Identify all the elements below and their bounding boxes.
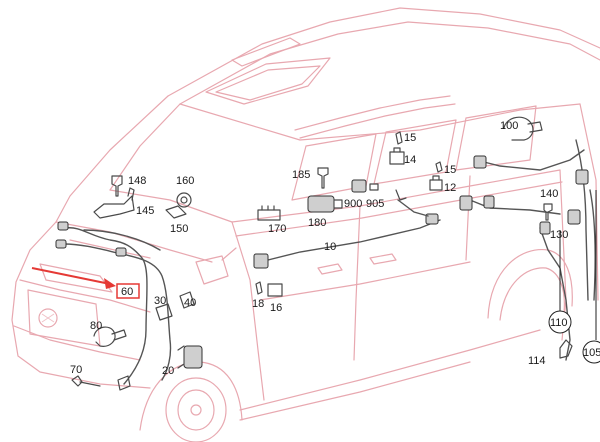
- label-15b: 15: [444, 164, 456, 176]
- label-20: 20: [162, 365, 174, 377]
- clip-12-tab: [432, 175, 440, 181]
- connector-rear-5: [539, 221, 551, 235]
- circle-105: [582, 340, 600, 364]
- bolt-70: [71, 375, 83, 387]
- connector-170: [257, 209, 281, 221]
- cable-60a: [65, 227, 148, 385]
- label-10: 10: [324, 241, 336, 253]
- label-130: 130: [550, 229, 568, 241]
- label-40: 40: [184, 297, 196, 309]
- clamp-80: [93, 326, 116, 347]
- clip-16: [267, 283, 283, 297]
- pin-15a: [395, 131, 403, 145]
- cable-end-60: [117, 375, 131, 391]
- grommet-160: [176, 192, 192, 208]
- holder-30: [155, 303, 173, 321]
- clip-14: [389, 151, 405, 165]
- cable-60b: [63, 243, 172, 381]
- cable-60c: [83, 229, 161, 251]
- connector-170-pins: [261, 205, 275, 211]
- pointer-arrow: [31, 267, 116, 289]
- connector-rear-1: [473, 155, 487, 169]
- label-15a: 15: [404, 132, 416, 144]
- label-140: 140: [540, 188, 558, 200]
- label-900: 900: [344, 198, 362, 210]
- connector-rear-3: [575, 169, 589, 185]
- label-16: 16: [270, 302, 282, 314]
- clip-150: [165, 205, 187, 219]
- pin-18: [255, 281, 263, 295]
- connector-60: [115, 247, 127, 257]
- bracket-145-tab: [127, 187, 135, 201]
- bolt-148: [111, 175, 123, 197]
- sensor-20-bracket: [177, 345, 185, 369]
- label-170: 170: [268, 223, 286, 235]
- cable-rear-a: [483, 149, 585, 171]
- part-900: [351, 179, 367, 193]
- van-body-outline: [11, 7, 600, 442]
- callout-labels: 10 12 14 15 15 16 18 20 30 40 60 70 80 1…: [70, 120, 600, 377]
- clip-14-tab: [393, 147, 401, 153]
- clamp-100-tab: [527, 121, 543, 133]
- holder-40: [179, 291, 195, 309]
- label-145: 145: [136, 205, 154, 217]
- sensor-60b: [55, 239, 67, 249]
- bracket-145: [93, 195, 135, 219]
- clamp-80-tab: [111, 329, 127, 341]
- label-905: 905: [366, 198, 384, 210]
- bolt-140: [543, 203, 553, 221]
- clamp-100: [503, 116, 534, 141]
- cable-rear-c: [575, 139, 589, 301]
- label-14: 14: [404, 154, 416, 166]
- label-100: 100: [500, 120, 518, 132]
- label-150: 150: [170, 223, 188, 235]
- label-160: 160: [176, 175, 194, 187]
- cable-rear-e: [589, 189, 596, 301]
- label-185: 185: [292, 169, 310, 181]
- label-18: 18: [252, 298, 264, 310]
- cable-10: [259, 219, 441, 263]
- label-80: 80: [90, 320, 102, 332]
- connector-rear-2: [459, 195, 473, 211]
- label-12: 12: [444, 182, 456, 194]
- label-60: 60: [121, 286, 133, 298]
- connector-rear-4: [567, 209, 581, 225]
- bolt-185: [317, 167, 329, 189]
- label-180: 180: [308, 217, 326, 229]
- label-148: 148: [128, 175, 146, 187]
- module-180-plug: [333, 199, 343, 209]
- cable-rear-b: [469, 199, 561, 215]
- label-30: 30: [154, 295, 166, 307]
- connector-10-right: [425, 213, 439, 225]
- bolt-70-shaft: [79, 381, 101, 387]
- label-110: 110: [550, 317, 568, 329]
- circle-110: [548, 310, 572, 334]
- connector-rear-6: [483, 195, 495, 209]
- sensor-114: [559, 339, 573, 359]
- label-105: 105: [583, 347, 600, 359]
- label-114: 114: [528, 355, 546, 367]
- grommet-160-inner: [180, 196, 188, 204]
- pin-15b: [435, 161, 443, 173]
- highlight-box-60: [116, 283, 140, 299]
- clip-12: [429, 179, 443, 191]
- sensor-20: [183, 345, 203, 369]
- module-180: [307, 195, 335, 213]
- sensor-60a: [57, 221, 69, 231]
- parts-group: [55, 116, 596, 391]
- cable-10-branch: [397, 199, 429, 217]
- label-70: 70: [70, 364, 82, 376]
- connector-10-left: [253, 253, 269, 269]
- bracket-10: [395, 189, 407, 201]
- part-905: [369, 183, 379, 191]
